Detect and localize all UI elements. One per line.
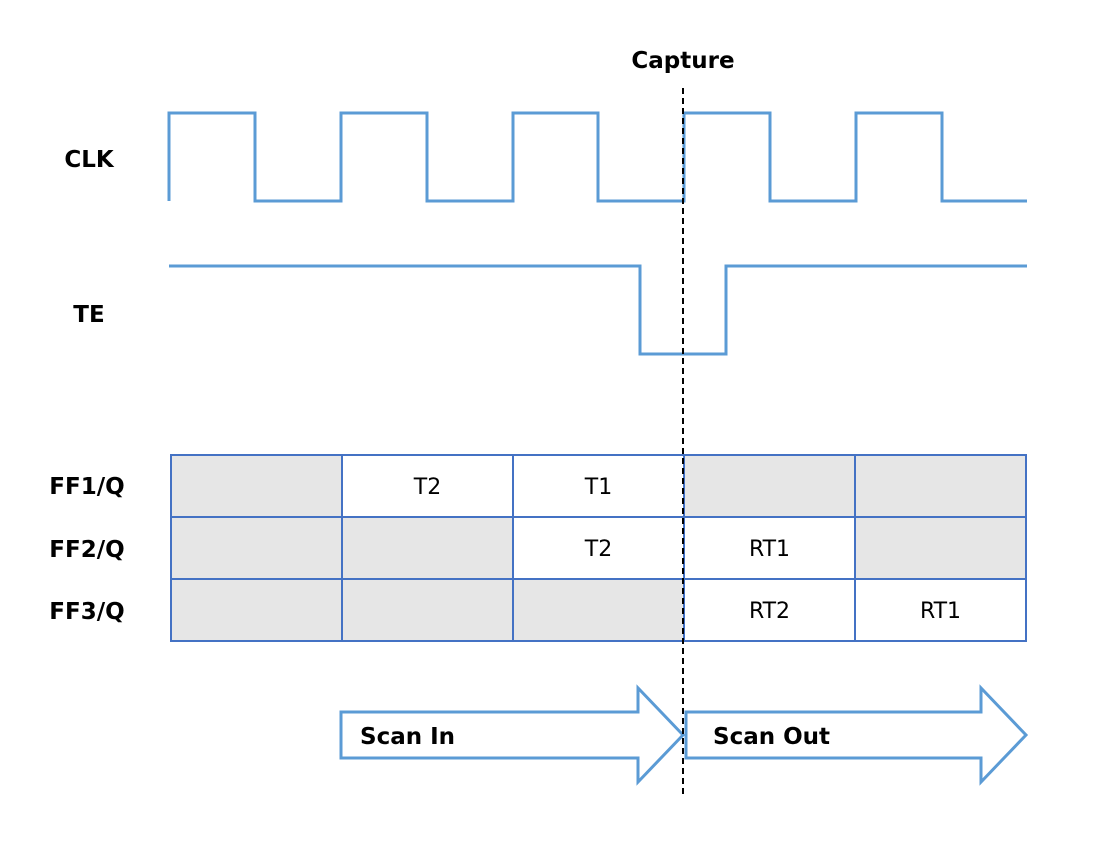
scan-out-arrow: Scan Out <box>684 684 1029 786</box>
row-labels: FF1/Q FF2/Q FF3/Q <box>49 474 124 625</box>
cell-value: RT1 <box>920 599 961 624</box>
scan-out-label: Scan Out <box>713 724 830 750</box>
grid-cell <box>170 516 343 580</box>
grid-cell <box>512 578 685 642</box>
cell-value: T2 <box>413 475 441 500</box>
clk-label: CLK <box>64 147 115 173</box>
grid-cell <box>512 454 685 518</box>
grid-cell <box>854 454 1027 518</box>
row-label-ff2: FF2/Q <box>49 537 124 563</box>
cell-value: RT1 <box>749 537 790 562</box>
scan-in-label: Scan In <box>360 724 455 750</box>
grid-cell <box>683 578 856 642</box>
cell-value: T2 <box>584 537 612 562</box>
grid-cell <box>341 516 514 580</box>
te-label: TE <box>73 302 104 328</box>
grid-cell <box>854 578 1027 642</box>
clk-waveform <box>167 111 1027 203</box>
grid-cell <box>854 516 1027 580</box>
row-label-ff3: FF3/Q <box>49 599 124 625</box>
grid-cell <box>170 578 343 642</box>
te-waveform <box>169 264 1027 356</box>
grid-cell <box>683 454 856 518</box>
capture-label: Capture <box>631 48 734 74</box>
grid-cell <box>341 454 514 518</box>
cell-value: T1 <box>584 475 612 500</box>
cell-value: RT2 <box>749 599 790 624</box>
grid-cell <box>341 578 514 642</box>
grid-cell <box>170 454 343 518</box>
row-label-ff1: FF1/Q <box>49 474 124 500</box>
scan-in-arrow: Scan In <box>339 684 686 786</box>
